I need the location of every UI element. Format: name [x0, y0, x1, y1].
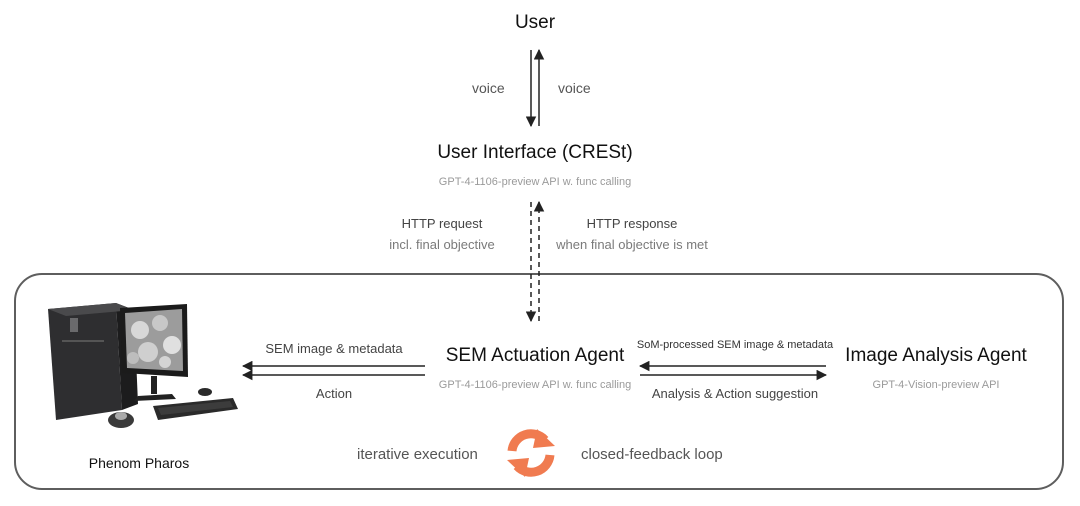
image-agent-title: Image Analysis Agent	[845, 345, 1027, 366]
sem-agent-title: SEM Actuation Agent	[445, 345, 625, 366]
user-title: User	[514, 12, 556, 33]
http-request-line2: incl. final objective	[389, 237, 495, 252]
http-response-label: HTTP response when final objective is me…	[556, 213, 708, 255]
http-response-line2: when final objective is met	[556, 237, 708, 252]
refresh-cycle-icon	[507, 429, 555, 477]
http-request-line1: HTTP request	[401, 216, 483, 231]
http-request-label: HTTP request incl. final objective	[389, 213, 495, 255]
left-link-bottom-label: Action	[315, 386, 353, 401]
loop-left-label: iterative execution	[357, 446, 478, 463]
microscope-label: Phenom Pharos	[88, 455, 190, 471]
sem-agent-subtitle: GPT-4-1106-preview API w. func calling	[438, 379, 632, 391]
microscope-illustration	[48, 303, 238, 428]
ui-node-subtitle: GPT-4-1106-preview API w. func calling	[438, 176, 632, 188]
voice-down-label: voice	[472, 80, 505, 96]
http-response-line1: HTTP response	[586, 216, 678, 231]
right-link-top-label: SoM-processed SEM image & metadata	[636, 339, 834, 351]
ui-node-title: User Interface (CRESt)	[437, 142, 633, 163]
voice-up-label: voice	[558, 80, 591, 96]
left-link-top-label: SEM image & metadata	[265, 341, 403, 356]
loop-right-label: closed-feedback loop	[581, 446, 723, 463]
image-agent-subtitle: GPT-4-Vision-preview API	[872, 379, 1000, 391]
right-link-bottom-label: Analysis & Action suggestion	[651, 386, 819, 401]
